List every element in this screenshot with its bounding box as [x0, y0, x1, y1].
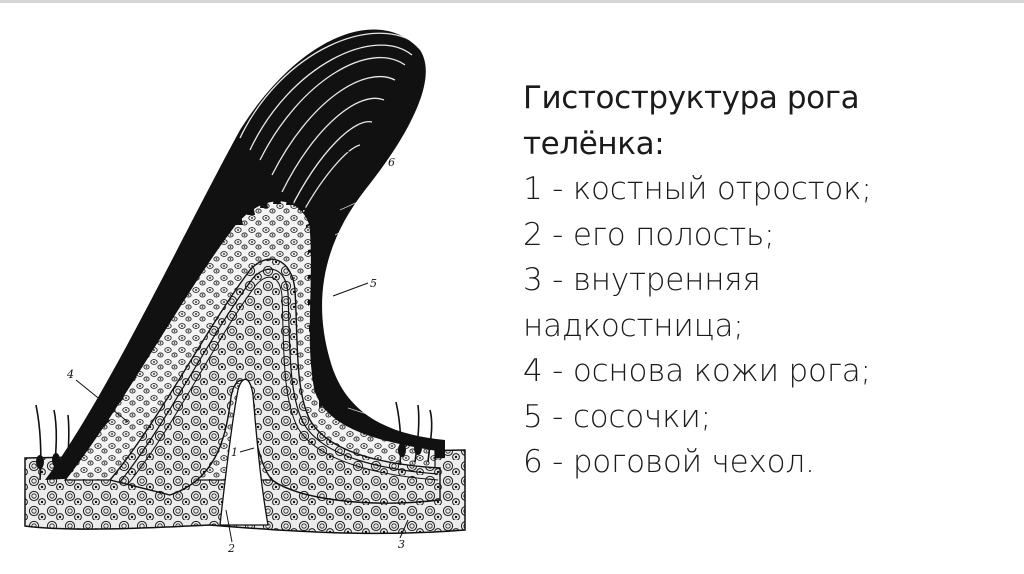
- legend-item-5: 5 - сосочки;: [523, 398, 711, 435]
- figure-label-4: 4: [66, 368, 74, 381]
- papillae-row: [97, 180, 328, 428]
- legend-item-1: 1 - костный отросток;: [523, 171, 872, 207]
- figure-label-3: 3: [398, 538, 405, 551]
- bony-process-cavity: [219, 378, 269, 526]
- slide-heading-line-1: Гистоструктура рога: [523, 80, 860, 116]
- legend-item-3-continued: надкостница;: [523, 307, 744, 344]
- hair-bulbs: [36, 441, 422, 469]
- figure-label-1: 1: [231, 446, 238, 459]
- bony-process: [108, 258, 441, 504]
- legend-text-block: Гистоструктура рога телёнка: 1 - костный…: [523, 76, 1003, 486]
- figure-label-2: 2: [227, 542, 235, 555]
- slide-heading-line-2: телёнка:: [523, 125, 665, 162]
- inner-periosteum: [119, 268, 439, 483]
- figure-label-6: 6: [388, 156, 395, 169]
- hair-follicles: [35, 401, 433, 481]
- slide-top-rule: [0, 0, 1024, 3]
- leader-lines: [75, 149, 409, 543]
- inner-periosteum-inner-line: [127, 276, 439, 485]
- horn-histology-illustration: 4 1 2 3 5 6: [24, 29, 466, 555]
- legend-item-2: 2 - его полость;: [523, 216, 775, 253]
- legend-item-6: 6 - роговой чехол.: [523, 444, 815, 480]
- legend-item-4: 4 - основа кожи рога;: [523, 353, 871, 389]
- figure-label-5: 5: [370, 277, 377, 290]
- legend-item-3: 3 - внутренняя: [523, 262, 761, 298]
